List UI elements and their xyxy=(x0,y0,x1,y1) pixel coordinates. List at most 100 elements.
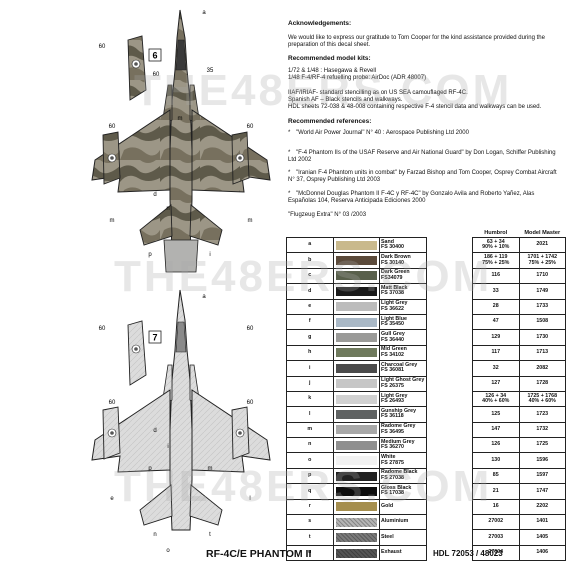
model-master-value: 1723 xyxy=(518,406,566,423)
callout-label: n xyxy=(153,532,156,538)
color-name: Dark Green xyxy=(381,269,410,276)
callout-label: o xyxy=(166,548,170,554)
kits-line-1: 1/72 & 1/48 : Hasegawa & Revell xyxy=(288,68,377,74)
color-name: Radome Black xyxy=(381,469,418,476)
watermark-top: THE48ERS.COM xyxy=(134,66,513,115)
color-swatch xyxy=(332,236,380,254)
note-2: Spanish AF – Black stencils and walkways… xyxy=(288,97,403,103)
color-fs-code: FS 26375 xyxy=(381,382,404,389)
humbrol-value: 125 xyxy=(472,406,520,423)
model-master-value: 1730 xyxy=(518,329,566,346)
color-letter: h xyxy=(286,344,334,362)
humbrol-value: 127 xyxy=(472,375,520,392)
color-name: Dark Brown xyxy=(381,253,411,260)
kits-line-2: 1/48 F-4/RF-4 refuelling probe: AirDoc (… xyxy=(288,75,427,81)
color-fs-code: FS 30140 xyxy=(381,259,404,266)
model-master-value: 2202 xyxy=(518,498,566,516)
color-letter: f xyxy=(286,313,334,331)
color-name-cell: Exhaust xyxy=(379,544,427,562)
color-swatch xyxy=(332,437,380,454)
swatch-fill xyxy=(335,502,377,512)
callout-label: e xyxy=(110,496,114,502)
color-name: Charcoal Grey xyxy=(381,361,418,368)
color-swatch xyxy=(332,406,380,423)
color-fs-code: FS 26493 xyxy=(381,398,404,405)
color-letter: t xyxy=(286,529,334,546)
sheet-reference: HDL 72053 / 48023 xyxy=(433,549,503,558)
color-name: Steel xyxy=(381,533,394,540)
swatch-fill xyxy=(335,379,377,389)
header-model-master: Model Master xyxy=(524,230,561,237)
model-master-value: 1406 xyxy=(518,544,566,562)
model-master-value: 1597 xyxy=(518,467,566,485)
color-letter: n xyxy=(286,437,334,454)
callout-label: 60 xyxy=(153,72,160,78)
swatch-fill xyxy=(335,240,377,250)
callout-label: 60 xyxy=(99,326,106,332)
humbrol-value: 129 xyxy=(472,329,520,346)
swatch-fill xyxy=(335,425,377,435)
callout-label: 35 xyxy=(207,68,214,74)
model-master-value: 1728 xyxy=(518,375,566,392)
model-master-value: 1710 xyxy=(518,267,566,285)
color-fs-code: FS 36440 xyxy=(381,336,404,343)
humbrol-value: 32 xyxy=(472,360,520,377)
color-name: Light Grey xyxy=(381,392,408,399)
color-fs-code: FS 36495 xyxy=(381,428,404,435)
callout-label: p xyxy=(148,252,152,258)
references-heading: Recommended references: xyxy=(288,118,372,125)
color-swatch xyxy=(332,529,380,546)
callout-label: 60 xyxy=(247,400,254,406)
reference-4: *"McDonnel Douglas Phantom II F-4C y RF-… xyxy=(288,191,535,204)
color-name-cell: Aluminium xyxy=(379,514,427,531)
swatch-fill xyxy=(335,317,377,327)
color-swatch xyxy=(332,360,380,377)
color-name: Gull Grey xyxy=(381,330,405,337)
model-master-value: 1732 xyxy=(518,421,566,439)
reference-1: *"World Air Power Journal" N° 40 : Aeros… xyxy=(288,130,469,136)
color-name: Gloss Black xyxy=(381,484,412,491)
swatch-fill xyxy=(335,517,377,527)
reference-3: *"Iranian F-4 Phantom units in combat" b… xyxy=(288,170,557,183)
swatch-fill xyxy=(335,394,377,404)
model-master-value: 1508 xyxy=(518,313,566,331)
humbrol-value: 147 xyxy=(472,421,520,439)
humbrol-value: 47 xyxy=(472,313,520,331)
color-fs-code: FS34079 xyxy=(381,274,403,281)
acknowledgements-heading: Acknowledgements: xyxy=(288,20,352,27)
model-master-value: 1401 xyxy=(518,514,566,531)
color-letter: a xyxy=(286,236,334,254)
model-master-value: 2021 xyxy=(518,236,566,254)
color-swatch xyxy=(332,375,380,392)
color-letter: i xyxy=(286,360,334,377)
swatch-fill xyxy=(335,333,377,343)
color-swatch xyxy=(332,329,380,346)
kits-heading: Recommended model kits: xyxy=(288,55,371,62)
color-letter: g xyxy=(286,329,334,346)
color-fs-code: FS 36118 xyxy=(381,413,404,420)
color-fs-code: FS 37038 xyxy=(381,290,404,297)
color-letter: j xyxy=(286,375,334,392)
color-name: Gunship Grey xyxy=(381,407,417,414)
